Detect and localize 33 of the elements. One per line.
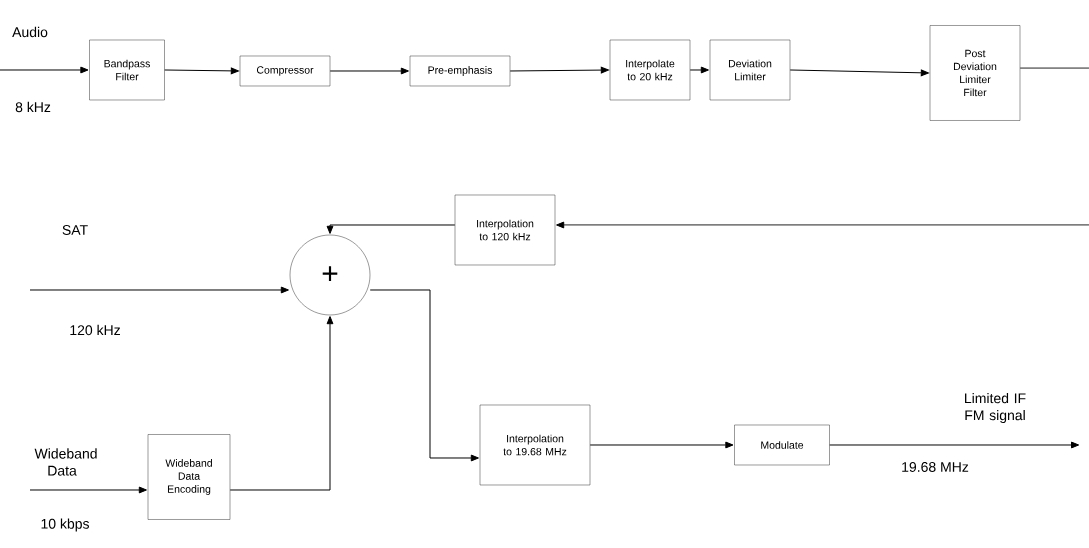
signal-label: 19.68 MHz [902, 462, 969, 472]
summing-junction: + [289, 234, 371, 316]
arrow [229, 316, 334, 491]
signal-label: SAT [62, 225, 88, 235]
process-box: Post Deviation Limiter Filter [929, 25, 1021, 121]
arrow [556, 221, 1089, 229]
arrow [29, 286, 289, 294]
signal-label: 10 kbps [41, 518, 89, 532]
signal-label: Wideband Data [34, 448, 97, 476]
process-box: Modulate [734, 424, 830, 466]
process-box: Deviation Limiter [709, 39, 791, 101]
arrow [369, 289, 479, 462]
arrow [789, 69, 929, 77]
process-box: Compressor [239, 55, 331, 87]
signal-label: Audio [12, 26, 48, 38]
signal-label: 120 kHz [70, 324, 120, 336]
process-box: Bandpass Filter [89, 39, 165, 101]
arrow [509, 66, 609, 74]
process-box: Interpolate to 20 kHz [609, 39, 691, 101]
signal-label: 8 kHz [15, 101, 51, 113]
arrow [329, 67, 409, 75]
process-box: Wideband Data Encoding [147, 434, 231, 520]
arrow [689, 66, 709, 74]
process-box: Interpolation to 19.68 MHz [479, 404, 591, 486]
arrow [326, 224, 456, 234]
arrow [0, 66, 89, 74]
arrow [829, 441, 1080, 449]
arrow [29, 486, 147, 494]
signal-label: Limited IF FM signal [965, 392, 1026, 423]
arrow [164, 67, 239, 75]
arrow [589, 441, 734, 449]
process-box: Pre-emphasis [409, 55, 511, 87]
process-box: Interpolation to 120 kHz [454, 194, 556, 266]
